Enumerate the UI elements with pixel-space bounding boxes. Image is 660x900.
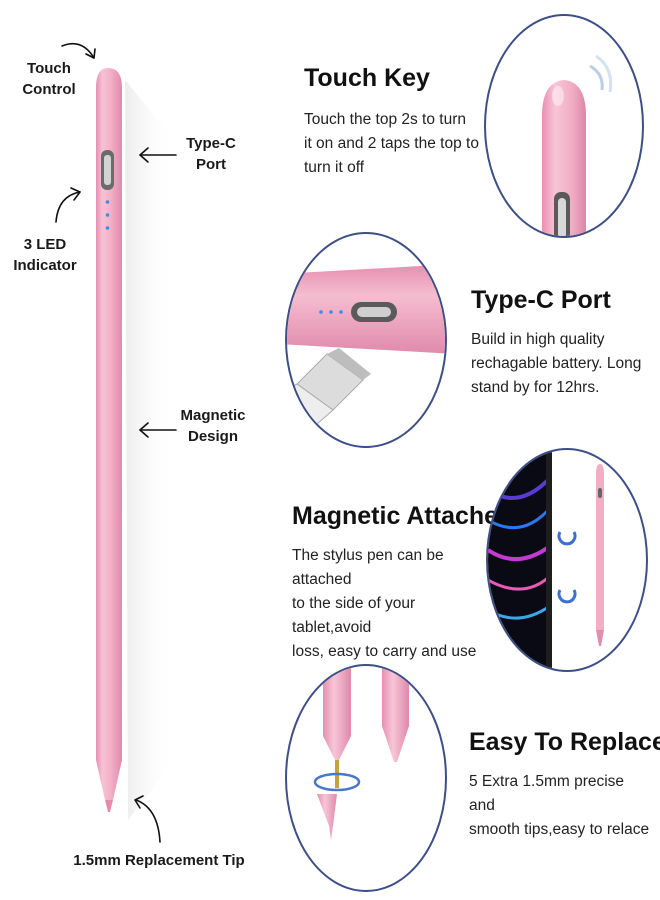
led-dot (105, 200, 110, 204)
feature-title-magnetic-attaches: Magnetic Attaches (292, 502, 512, 530)
feature-desc-touch-key: Touch the top 2s to turn it on and 2 tap… (304, 111, 479, 176)
led-indicator-label: 3 LED Indicator (13, 236, 77, 274)
magnetic-design-label: Magnetic Design (180, 407, 246, 445)
feature-title-easy-to-replace: Easy To Replace (469, 728, 660, 756)
pen-top-closeup (542, 54, 613, 236)
port-closeup (287, 264, 445, 425)
replace-tip-circle (285, 664, 447, 892)
curved-arrow-icon (61, 42, 95, 59)
pen-nib (105, 800, 113, 812)
feature-desc-magnetic-attaches: The stylus pen can be attached to the si… (292, 547, 477, 660)
led-dot (105, 213, 110, 217)
magnet-icon (557, 531, 577, 546)
led-dot (105, 226, 110, 230)
type-c-port-circle (285, 232, 447, 448)
main-pen (0, 0, 280, 900)
feature-desc-type-c-port: Build in high quality rechagable battery… (471, 331, 642, 396)
pen-body (96, 68, 122, 760)
feature-title-type-c-port: Type-C Port (471, 286, 611, 314)
feature-desc-easy-to-replace: 5 Extra 1.5mm precise and smooth tips,ea… (469, 773, 650, 838)
tip-replace-closeup (313, 666, 409, 840)
magnet-icon (557, 589, 577, 604)
magnetic-attach-circle (486, 448, 648, 672)
pen-cone (96, 760, 122, 800)
tablet-attach-closeup (488, 450, 604, 670)
touch-key-circle (484, 14, 644, 238)
touch-control-label: Touch Control (22, 60, 76, 98)
curved-arrow-icon (55, 191, 81, 223)
replacement-tip-label: 1.5mm Replacement Tip (73, 852, 245, 869)
curved-arrow-icon (135, 799, 161, 843)
rotate-icon (313, 772, 361, 792)
type-c-port-label: Type-C Port (186, 135, 236, 173)
feature-title-touch-key: Touch Key (304, 64, 430, 92)
stylus-pen-image (55, 42, 177, 843)
